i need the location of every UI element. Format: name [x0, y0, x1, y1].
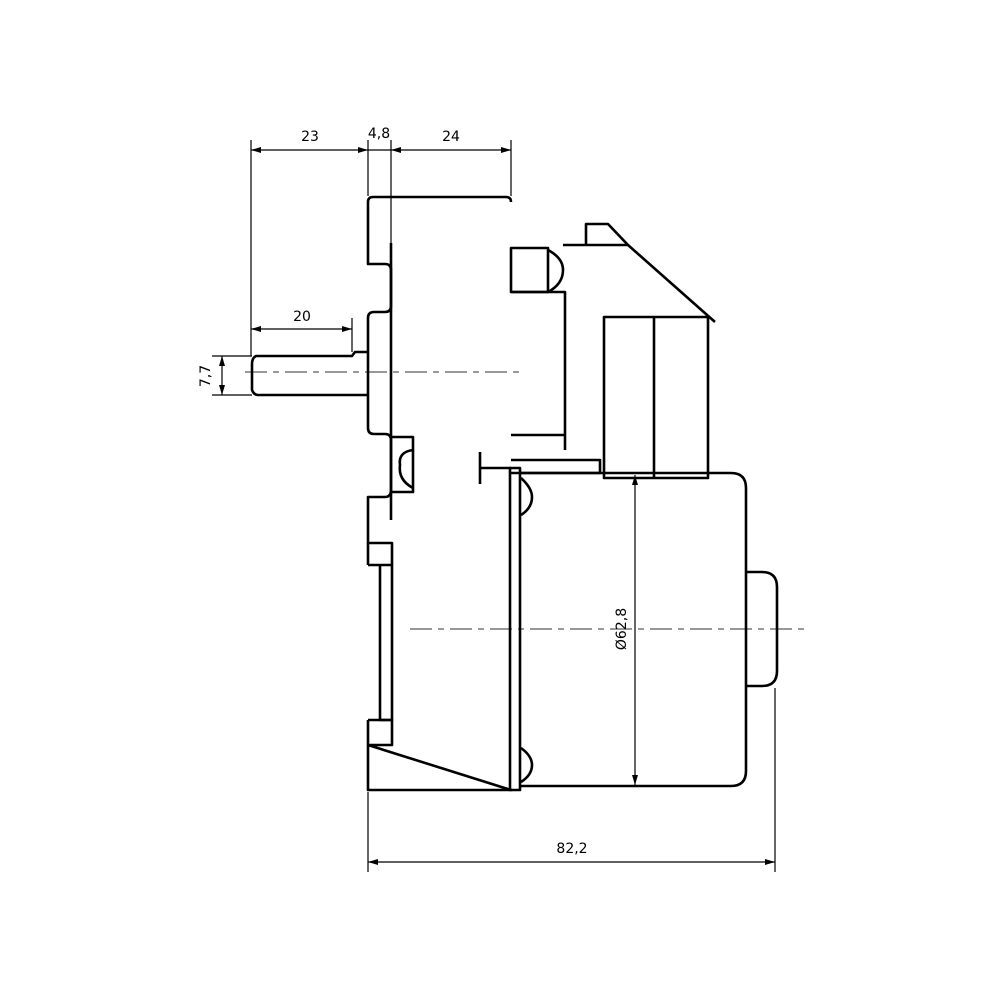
dim-overall-length: 82,2	[556, 841, 587, 857]
motor	[508, 466, 779, 792]
terminal-box	[602, 315, 710, 480]
output-shaft	[250, 350, 368, 397]
capacitor-bracket	[509, 222, 716, 475]
extension-lines	[212, 140, 776, 872]
gearbox-body	[366, 195, 513, 792]
screw-head-bottom	[520, 746, 534, 784]
screw-head-top	[520, 477, 534, 517]
dim-motor-diameter: Ø62,8	[614, 608, 630, 650]
dim-gearbox-depth: 24	[442, 129, 460, 145]
dim-shaft-protrusion: 23	[301, 129, 319, 145]
dim-flange-thickness: 4,8	[368, 126, 390, 142]
dim-shaft-length: 20	[293, 309, 311, 325]
dim-shaft-diameter: 7,7	[198, 365, 214, 387]
dimension-lines	[219, 147, 775, 865]
